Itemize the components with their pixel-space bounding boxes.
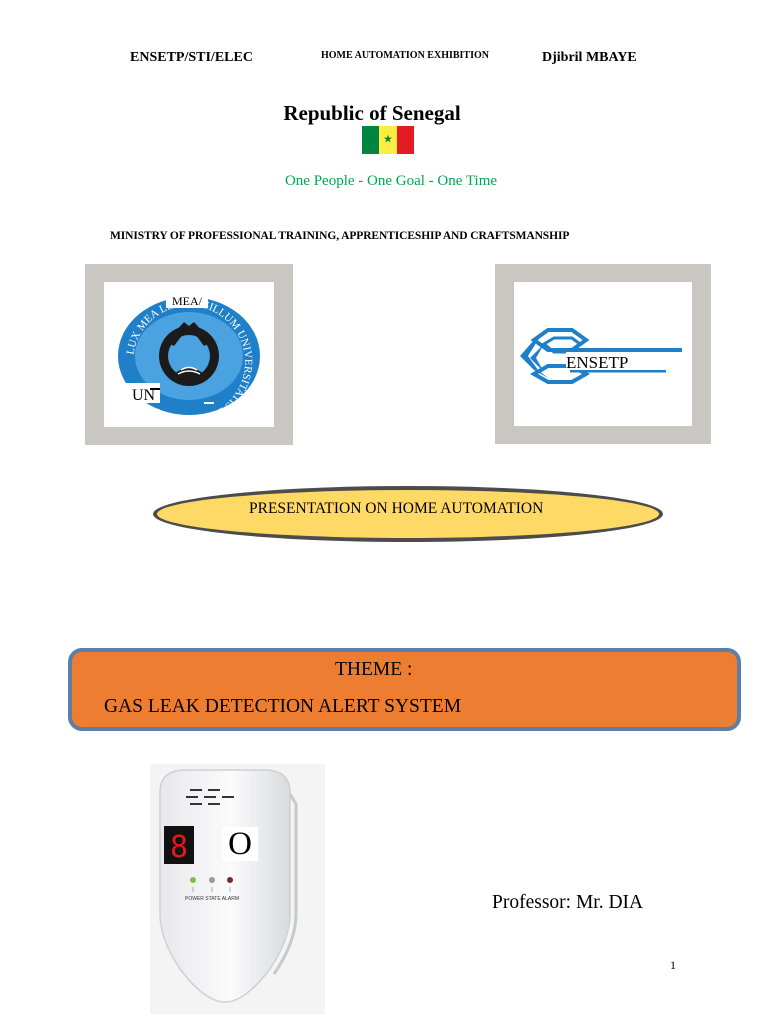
seal-overlay-bottom: UN <box>132 387 156 404</box>
ensetp-logo: ENSETP <box>514 282 692 426</box>
page-number: 1 <box>670 958 676 972</box>
seal-overlay-top-bg <box>166 293 208 308</box>
detector-display-digit: 8 <box>170 830 188 865</box>
country-title: Republic of Senegal <box>283 101 461 125</box>
header-exhibition: HOME AUTOMATION EXHIBITION <box>321 50 489 61</box>
ensetp-emblem-icon: ENSETP <box>520 328 682 384</box>
detector-side-edge <box>272 793 298 975</box>
seal-overlay-dash <box>150 388 160 390</box>
emblem-inner-hex <box>541 336 583 354</box>
emblem-top-bar <box>570 348 682 352</box>
led-ticks <box>192 887 231 892</box>
university-logo: LUX MEA LEX · SIGILLUM UNIVERSITATIS DAK… <box>104 282 274 427</box>
detector-body <box>159 769 291 1003</box>
seal-left-tool <box>166 322 189 346</box>
star-icon: ★ <box>383 133 393 146</box>
seal-overlay-top: MEA/ <box>172 294 203 308</box>
emblem-left-inner <box>530 344 544 372</box>
ministry-title: MINISTRY OF PROFESSIONAL TRAINING, APPRE… <box>110 230 570 242</box>
state-led-icon <box>209 877 215 883</box>
ensetp-text: ENSETP <box>566 353 628 372</box>
presentation-title: PRESENTATION ON HOME AUTOMATION <box>249 500 544 517</box>
flag-yellow-band: ★ <box>379 126 397 154</box>
professor-name: Professor: Mr. DIA <box>492 892 644 913</box>
university-logo-frame: LUX MEA LEX · SIGILLUM UNIVERSITATIS DAK… <box>85 264 293 445</box>
indicator-labels: POWER STATE ALARM <box>185 896 239 902</box>
seal-overlay-dash-2 <box>204 402 214 404</box>
seal-book-line-2 <box>180 366 198 371</box>
seal-book-line <box>177 370 201 375</box>
theme-box <box>68 648 741 731</box>
university-seal-icon: LUX MEA LEX · SIGILLUM UNIVERSITATIS DAK… <box>118 293 260 427</box>
gas-detector-image: 8 POWER STATE ALARM <box>150 764 325 1014</box>
alarm-led-icon <box>227 877 233 883</box>
detector-vent-icon <box>186 789 234 805</box>
senegal-flag: ★ <box>362 126 414 154</box>
presentation-oval <box>153 486 663 542</box>
ensetp-logo-frame: ENSETP <box>495 264 711 444</box>
emblem-lower-hex <box>529 364 591 384</box>
flag-red-band <box>396 126 414 154</box>
emblem-left-wing <box>520 330 548 378</box>
detector-display-panel <box>164 826 194 864</box>
seal-gear-hole <box>168 335 210 377</box>
ensetp-text-bg <box>566 352 672 370</box>
theme-title: GAS LEAK DETECTION ALERT SYSTEM <box>104 696 462 717</box>
theme-label: THEME : <box>335 659 413 680</box>
header-author: Djibril MBAYE <box>542 50 637 65</box>
emblem-bottom-bar <box>570 370 666 373</box>
detector-display-letter: O <box>222 827 258 861</box>
header-department: ENSETP/STI/ELEC <box>130 50 253 65</box>
seal-book <box>174 368 204 380</box>
flag-green-band <box>362 126 380 154</box>
seal-right-tool <box>189 322 212 346</box>
power-led-icon <box>190 877 196 883</box>
national-motto: One People - One Goal - One Time <box>284 173 498 189</box>
